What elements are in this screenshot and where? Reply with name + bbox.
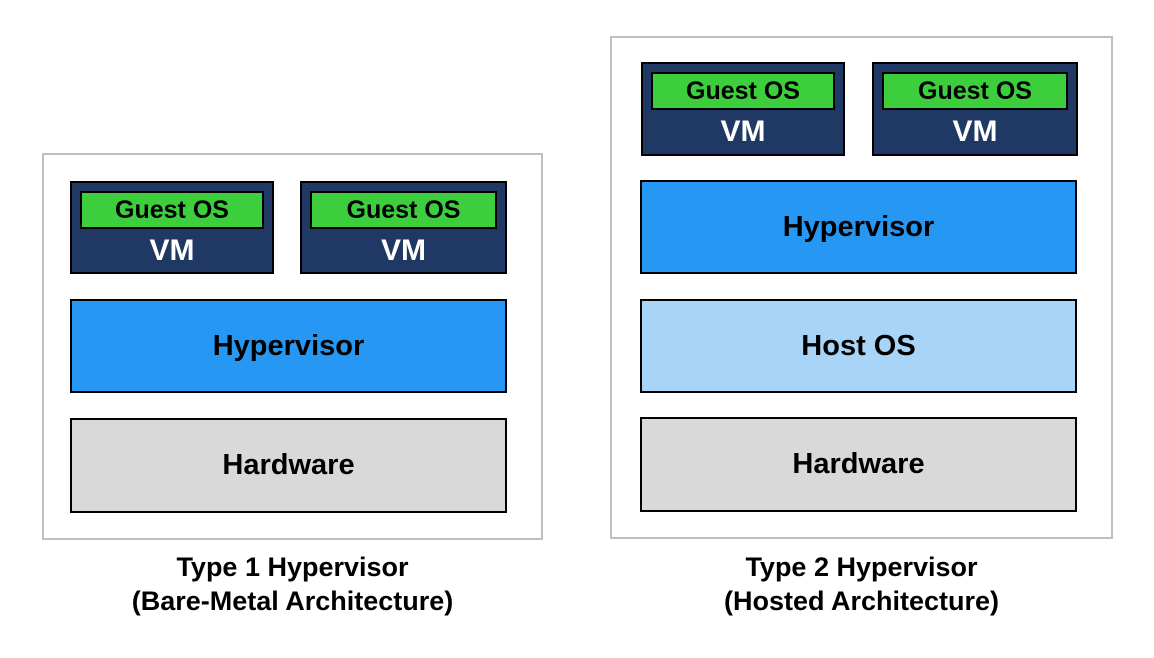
- hardware-layer: Hardware: [640, 417, 1077, 512]
- guest-os-box: Guest OS: [310, 191, 497, 229]
- vm-box: Guest OS VM: [641, 62, 845, 156]
- vm-box: Guest OS VM: [872, 62, 1078, 156]
- type1-architecture-panel: Guest OS VM Guest OS VM Hypervisor Hardw…: [42, 153, 543, 540]
- type1-caption-title: Type 1 Hypervisor: [176, 552, 409, 582]
- type2-caption-title: Type 2 Hypervisor: [745, 552, 978, 582]
- type2-caption: Type 2 Hypervisor (Hosted Architecture): [610, 550, 1113, 618]
- guest-os-box: Guest OS: [651, 72, 835, 110]
- hardware-layer: Hardware: [70, 418, 507, 513]
- type1-caption-subtitle: (Bare-Metal Architecture): [131, 586, 454, 616]
- vm-label: VM: [149, 233, 195, 267]
- guest-os-box: Guest OS: [80, 191, 264, 229]
- hypervisor-layer: Hypervisor: [70, 299, 507, 393]
- vm-label: VM: [381, 233, 426, 267]
- vm-box: Guest OS VM: [70, 181, 274, 274]
- type1-caption: Type 1 Hypervisor (Bare-Metal Architectu…: [42, 550, 543, 618]
- host-os-layer: Host OS: [640, 299, 1077, 393]
- guest-os-box: Guest OS: [882, 72, 1068, 110]
- type2-architecture-panel: Guest OS VM Guest OS VM Hypervisor Host …: [610, 36, 1113, 539]
- vm-label: VM: [952, 115, 998, 148]
- vm-box: Guest OS VM: [300, 181, 507, 274]
- hypervisor-layer: Hypervisor: [640, 180, 1077, 274]
- vm-label: VM: [720, 115, 766, 148]
- type2-caption-subtitle: (Hosted Architecture): [723, 586, 1000, 616]
